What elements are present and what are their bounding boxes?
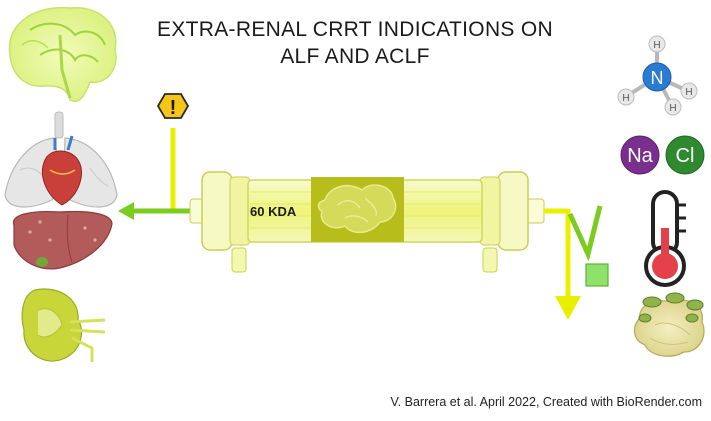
lungs-heart-icon [4,111,118,208]
svg-text:Na: Na [627,145,653,167]
thermometer-icon [644,190,686,287]
return-flow-arrow [118,202,196,220]
liver-icon [13,210,113,270]
title-line-1: EXTRA-RENAL CRRT INDICATIONS ON [157,18,553,41]
svg-text:!: ! [170,97,177,119]
ammonia-molecule-icon: H H H H N [617,35,698,116]
warning-icon: ! [156,93,190,119]
svg-text:N: N [651,68,664,88]
kidney-icon [21,288,106,362]
credit-text: V. Barrera et al. April 2022, Created wi… [390,395,702,409]
sodium-chloride-icon: Na Cl [620,135,705,175]
brain-icon [8,6,117,102]
effluent-flow [544,205,609,320]
svg-text:H: H [685,87,692,98]
title-line-2: ALF AND ACLF [280,45,430,68]
svg-text:H: H [622,93,629,104]
svg-text:Cl: Cl [676,145,695,167]
molecular-weight-label: 60 KDA [250,204,297,219]
diagram-title: EXTRA-RENAL CRRT INDICATIONS ON ALF AND … [100,16,610,70]
hemofilter [189,171,545,273]
svg-text:H: H [653,40,660,51]
svg-text:H: H [669,103,676,114]
protein-molecule [311,177,404,242]
adipose-tissue-icon [633,292,705,357]
